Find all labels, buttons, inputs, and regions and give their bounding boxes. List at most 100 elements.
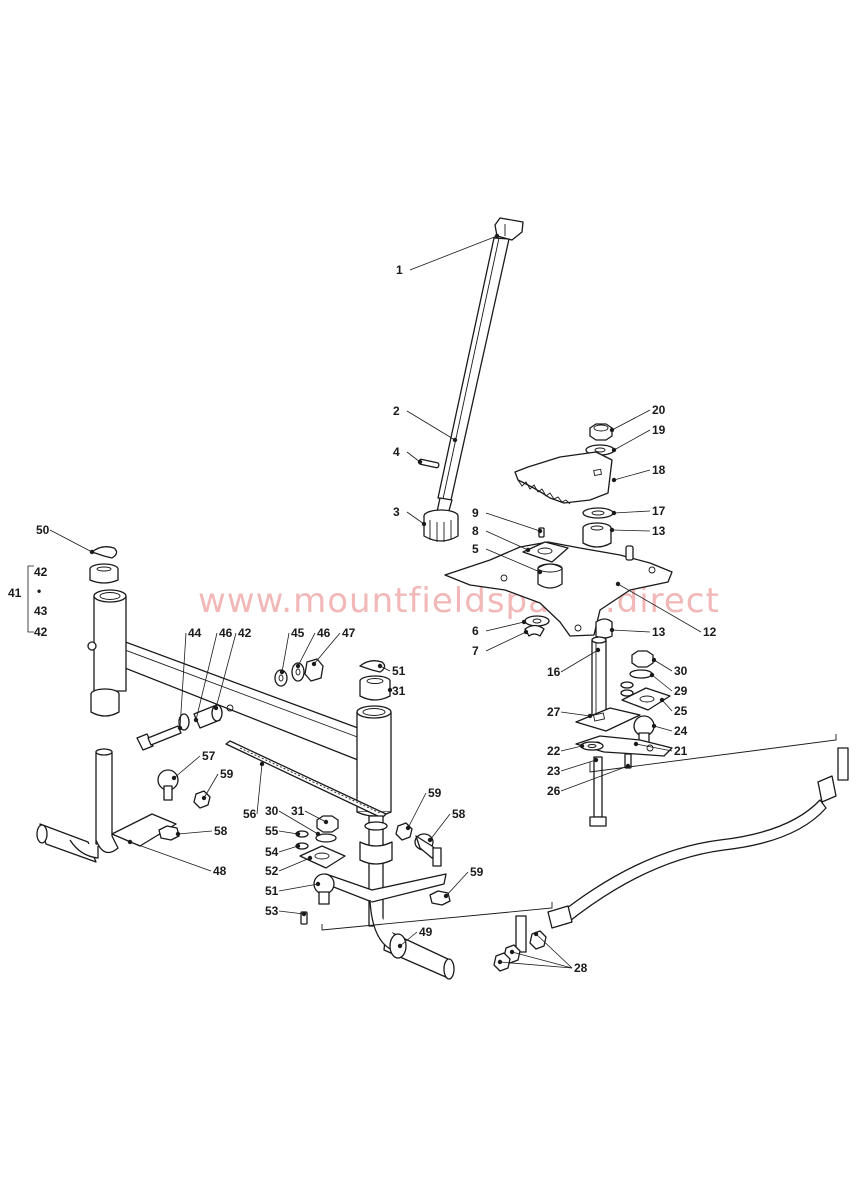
- leader-line-44: [179, 632, 187, 729]
- leader-dot-28: [509, 949, 515, 955]
- washer-17: [582, 507, 614, 519]
- bolt-45: [136, 725, 182, 751]
- bushing-42-right: [359, 675, 391, 701]
- ball-joint-58-left: [157, 769, 179, 801]
- callout-58: 58: [214, 824, 228, 838]
- leader-dot-4: [417, 459, 423, 465]
- nut-31-right: [631, 650, 654, 668]
- leader-dot-7: [523, 629, 529, 635]
- leader-dot-6: [521, 619, 527, 625]
- leader-line-51: [278, 883, 319, 892]
- leader-dot-47: [311, 661, 317, 667]
- leader-dot-28: [497, 959, 503, 965]
- leader-line-48: [129, 841, 212, 872]
- leader-line-17: [613, 510, 651, 514]
- leader-dot-49: [397, 943, 403, 949]
- leader-dot-58: [175, 831, 181, 837]
- callout-46: 46: [317, 626, 331, 640]
- leader-dot-1: [494, 233, 500, 239]
- leader-dot-24: [651, 723, 657, 729]
- clip-51-left: [91, 546, 118, 559]
- leader-line-55: [278, 830, 299, 835]
- leader-line-2: [406, 410, 456, 441]
- callout-5: 5: [472, 542, 479, 556]
- leader-dot-22: [579, 743, 585, 749]
- leader-line-12: [617, 583, 702, 633]
- plate-27: [575, 707, 641, 732]
- callout-1: 1: [396, 263, 403, 277]
- callout-31: 31: [392, 684, 406, 698]
- leader-line-52: [278, 857, 311, 872]
- steering-column: [436, 217, 524, 515]
- callout-23: 23: [547, 764, 561, 778]
- leader-dot-17: [611, 510, 617, 516]
- washer-28: [620, 681, 634, 697]
- leader-dot-31: [323, 819, 329, 825]
- callout-54: 54: [265, 845, 279, 859]
- callout-59: 59: [470, 865, 484, 879]
- leader-dot-2: [452, 437, 458, 443]
- callout-8: 8: [472, 524, 479, 538]
- callout-49: 49: [419, 925, 433, 939]
- leader-line-8: [485, 530, 529, 551]
- leader-dot-13: [609, 527, 615, 533]
- leader-line-59: [203, 773, 219, 799]
- leader-line-30: [653, 659, 673, 672]
- callout-20: 20: [652, 403, 666, 417]
- leader-line-58: [177, 830, 213, 835]
- callout-6: 6: [472, 624, 479, 638]
- callout-48: 48: [213, 864, 227, 878]
- leader-line-42: [215, 632, 237, 709]
- leader-line-4: [406, 451, 421, 463]
- callout-16: 16: [547, 665, 561, 679]
- leader-dot-42: [213, 705, 219, 711]
- callout-59: 59: [428, 786, 442, 800]
- callout-18: 18: [652, 463, 666, 477]
- pin-4: [418, 458, 440, 469]
- group-bracket-41: 41 42 • 43 42: [8, 565, 48, 639]
- leader-line-50: [49, 529, 93, 553]
- leader-dot-18: [611, 477, 617, 483]
- leader-line-46: [297, 632, 316, 667]
- callout-3: 3: [393, 505, 400, 519]
- bushing-42-lower-left: [90, 688, 120, 717]
- bracket-member-bullet: •: [37, 584, 41, 598]
- callout-13: 13: [652, 625, 666, 639]
- leader-dot-27: [587, 713, 593, 719]
- callout-50: 50: [36, 523, 50, 537]
- leader-dot-52: [307, 855, 313, 861]
- leader-line-31: [304, 810, 327, 823]
- callout-13: 13: [652, 524, 666, 538]
- callout-28: 28: [574, 961, 588, 975]
- leader-line-56: [256, 763, 263, 815]
- leader-line-5: [485, 548, 541, 573]
- leader-dot-50: [89, 549, 95, 555]
- washer-30-left: [315, 833, 337, 843]
- callout-24: 24: [674, 724, 688, 738]
- nut-48: [304, 658, 324, 682]
- leader-dot-59: [443, 893, 449, 899]
- leader-dot-51: [315, 881, 321, 887]
- callout-2: 2: [393, 404, 400, 418]
- bushing-5: [537, 563, 563, 589]
- leader-dot-13: [609, 627, 615, 633]
- leader-dot-30: [651, 657, 657, 663]
- callout-9: 9: [472, 506, 479, 520]
- callout-42: 42: [238, 626, 252, 640]
- bushing-42-upper-left: [89, 563, 119, 584]
- leader-line-21: [635, 743, 673, 752]
- leader-dot-5: [537, 569, 543, 575]
- leader-dot-46: [295, 663, 301, 669]
- leader-dot-20: [609, 427, 615, 433]
- leader-dot-28: [533, 931, 539, 937]
- leader-line-49: [399, 931, 418, 947]
- clip-7: [524, 624, 545, 637]
- leader-dot-54: [295, 843, 301, 849]
- leader-dot-12: [615, 581, 621, 587]
- leader-dot-8: [525, 547, 531, 553]
- nut-59-left: [158, 825, 180, 841]
- leader-dot-3: [421, 521, 427, 527]
- callout-58: 58: [452, 807, 466, 821]
- callout-59: 59: [220, 767, 234, 781]
- axle-beam: [93, 589, 392, 817]
